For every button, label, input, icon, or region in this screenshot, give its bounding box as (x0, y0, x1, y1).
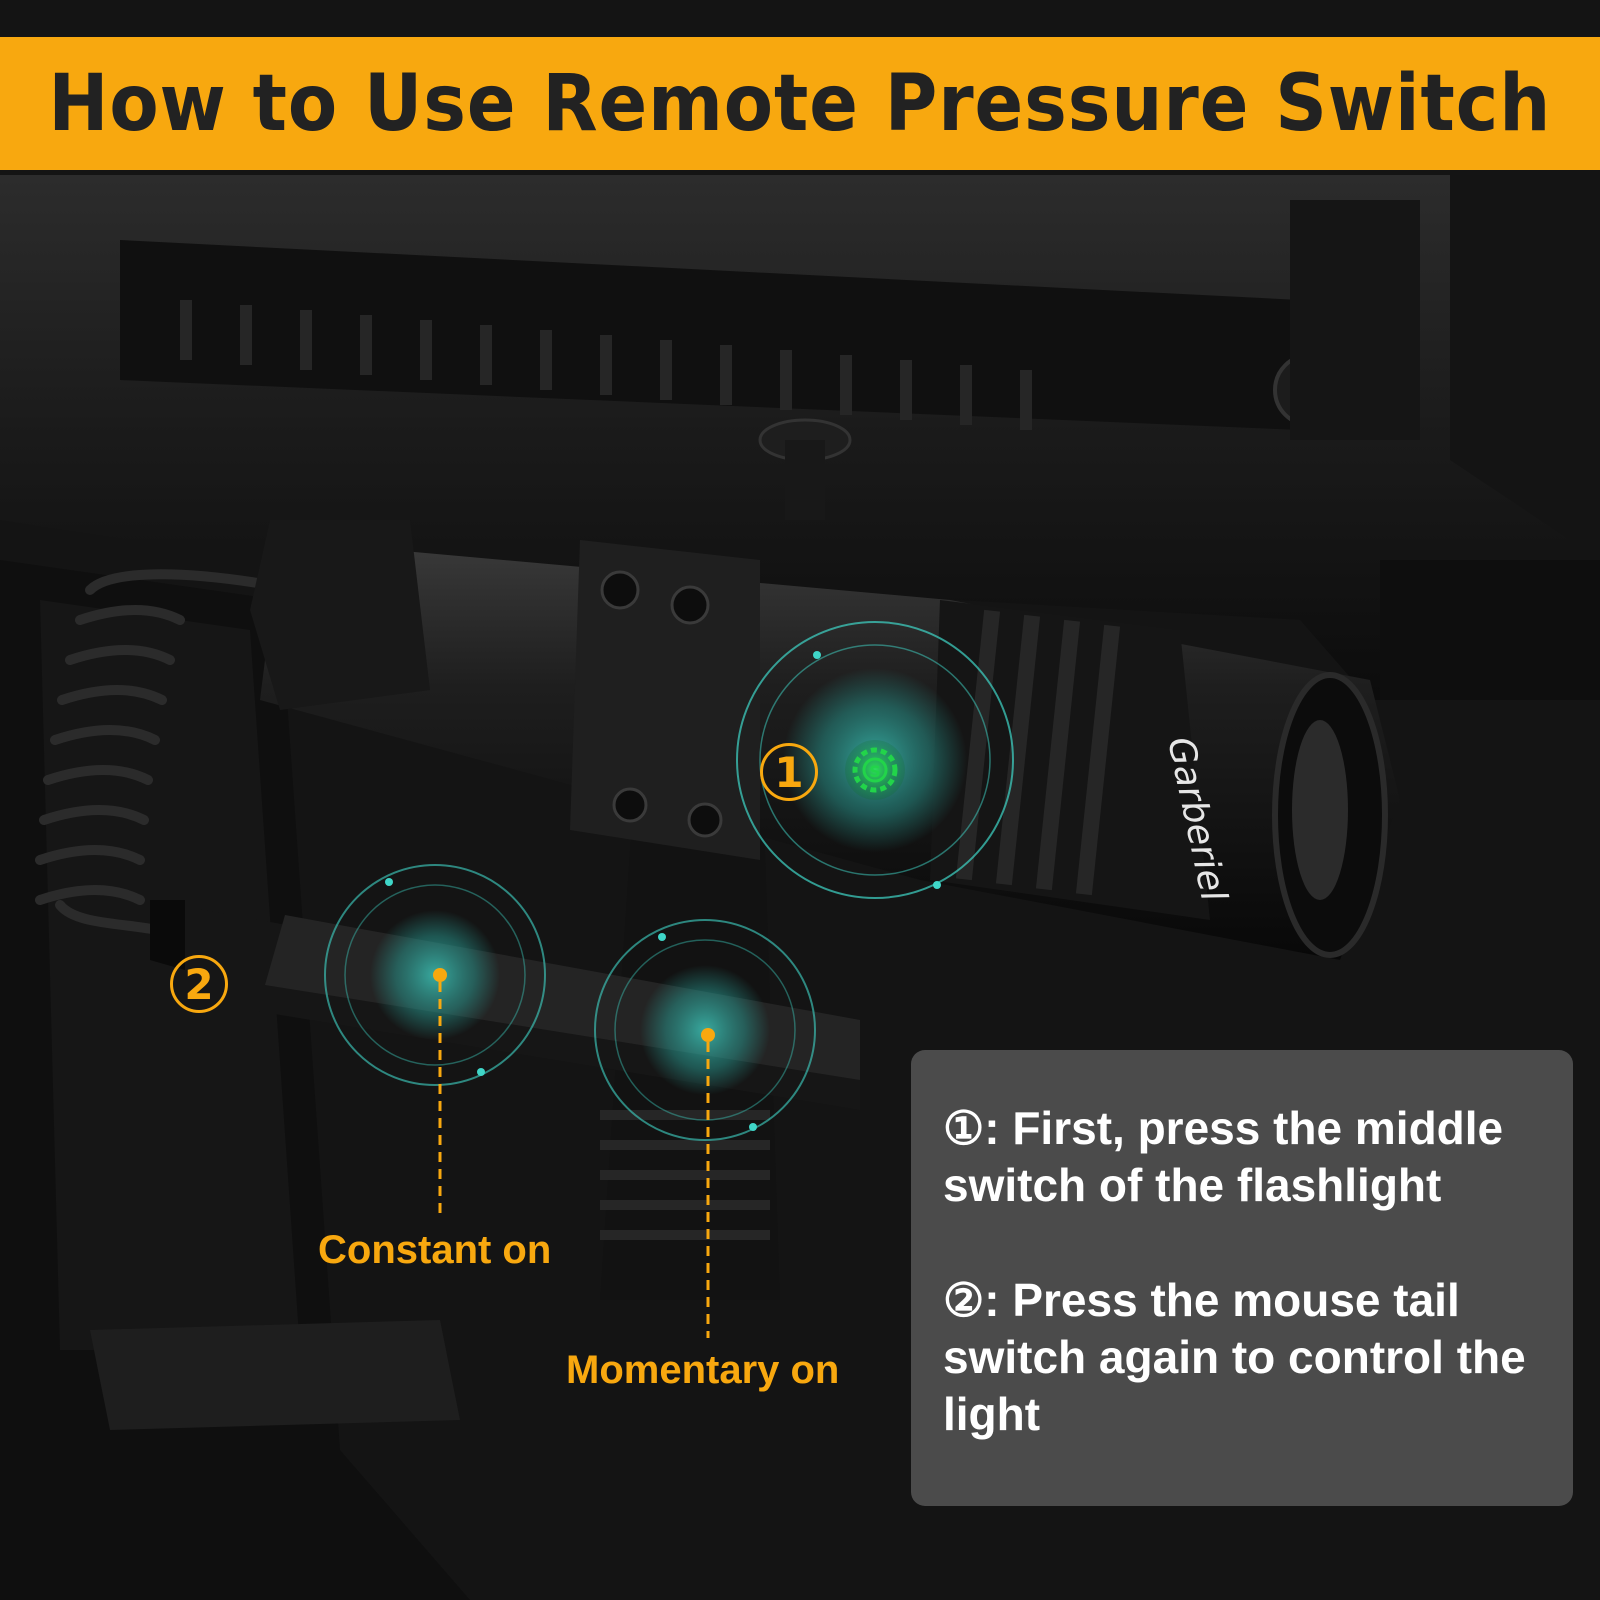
instruction-step-2: ②: Press the mouse tail switch again to … (943, 1274, 1526, 1440)
step-marker-1: 1 (760, 743, 818, 801)
pad-button-highlight-constant (324, 864, 546, 1086)
instructions-panel: ①: First, press the middle switch of the… (911, 1050, 1573, 1506)
instruction-step-1: ①: First, press the middle switch of the… (943, 1102, 1504, 1211)
title-banner: How to Use Remote Pressure Switch (0, 37, 1600, 170)
svg-text:S: S (869, 762, 881, 781)
pad-button-highlight-momentary (594, 919, 816, 1141)
page-title: How to Use Remote Pressure Switch (48, 58, 1552, 149)
callout-momentary-on: Momentary on (566, 1348, 840, 1392)
coiled-cable (35, 569, 275, 945)
step-marker-2: 2 (170, 955, 228, 1013)
rifle-magazine (0, 560, 470, 1600)
callout-constant-on: Constant on (318, 1228, 552, 1272)
switch-glow-icon: S (852, 747, 898, 793)
